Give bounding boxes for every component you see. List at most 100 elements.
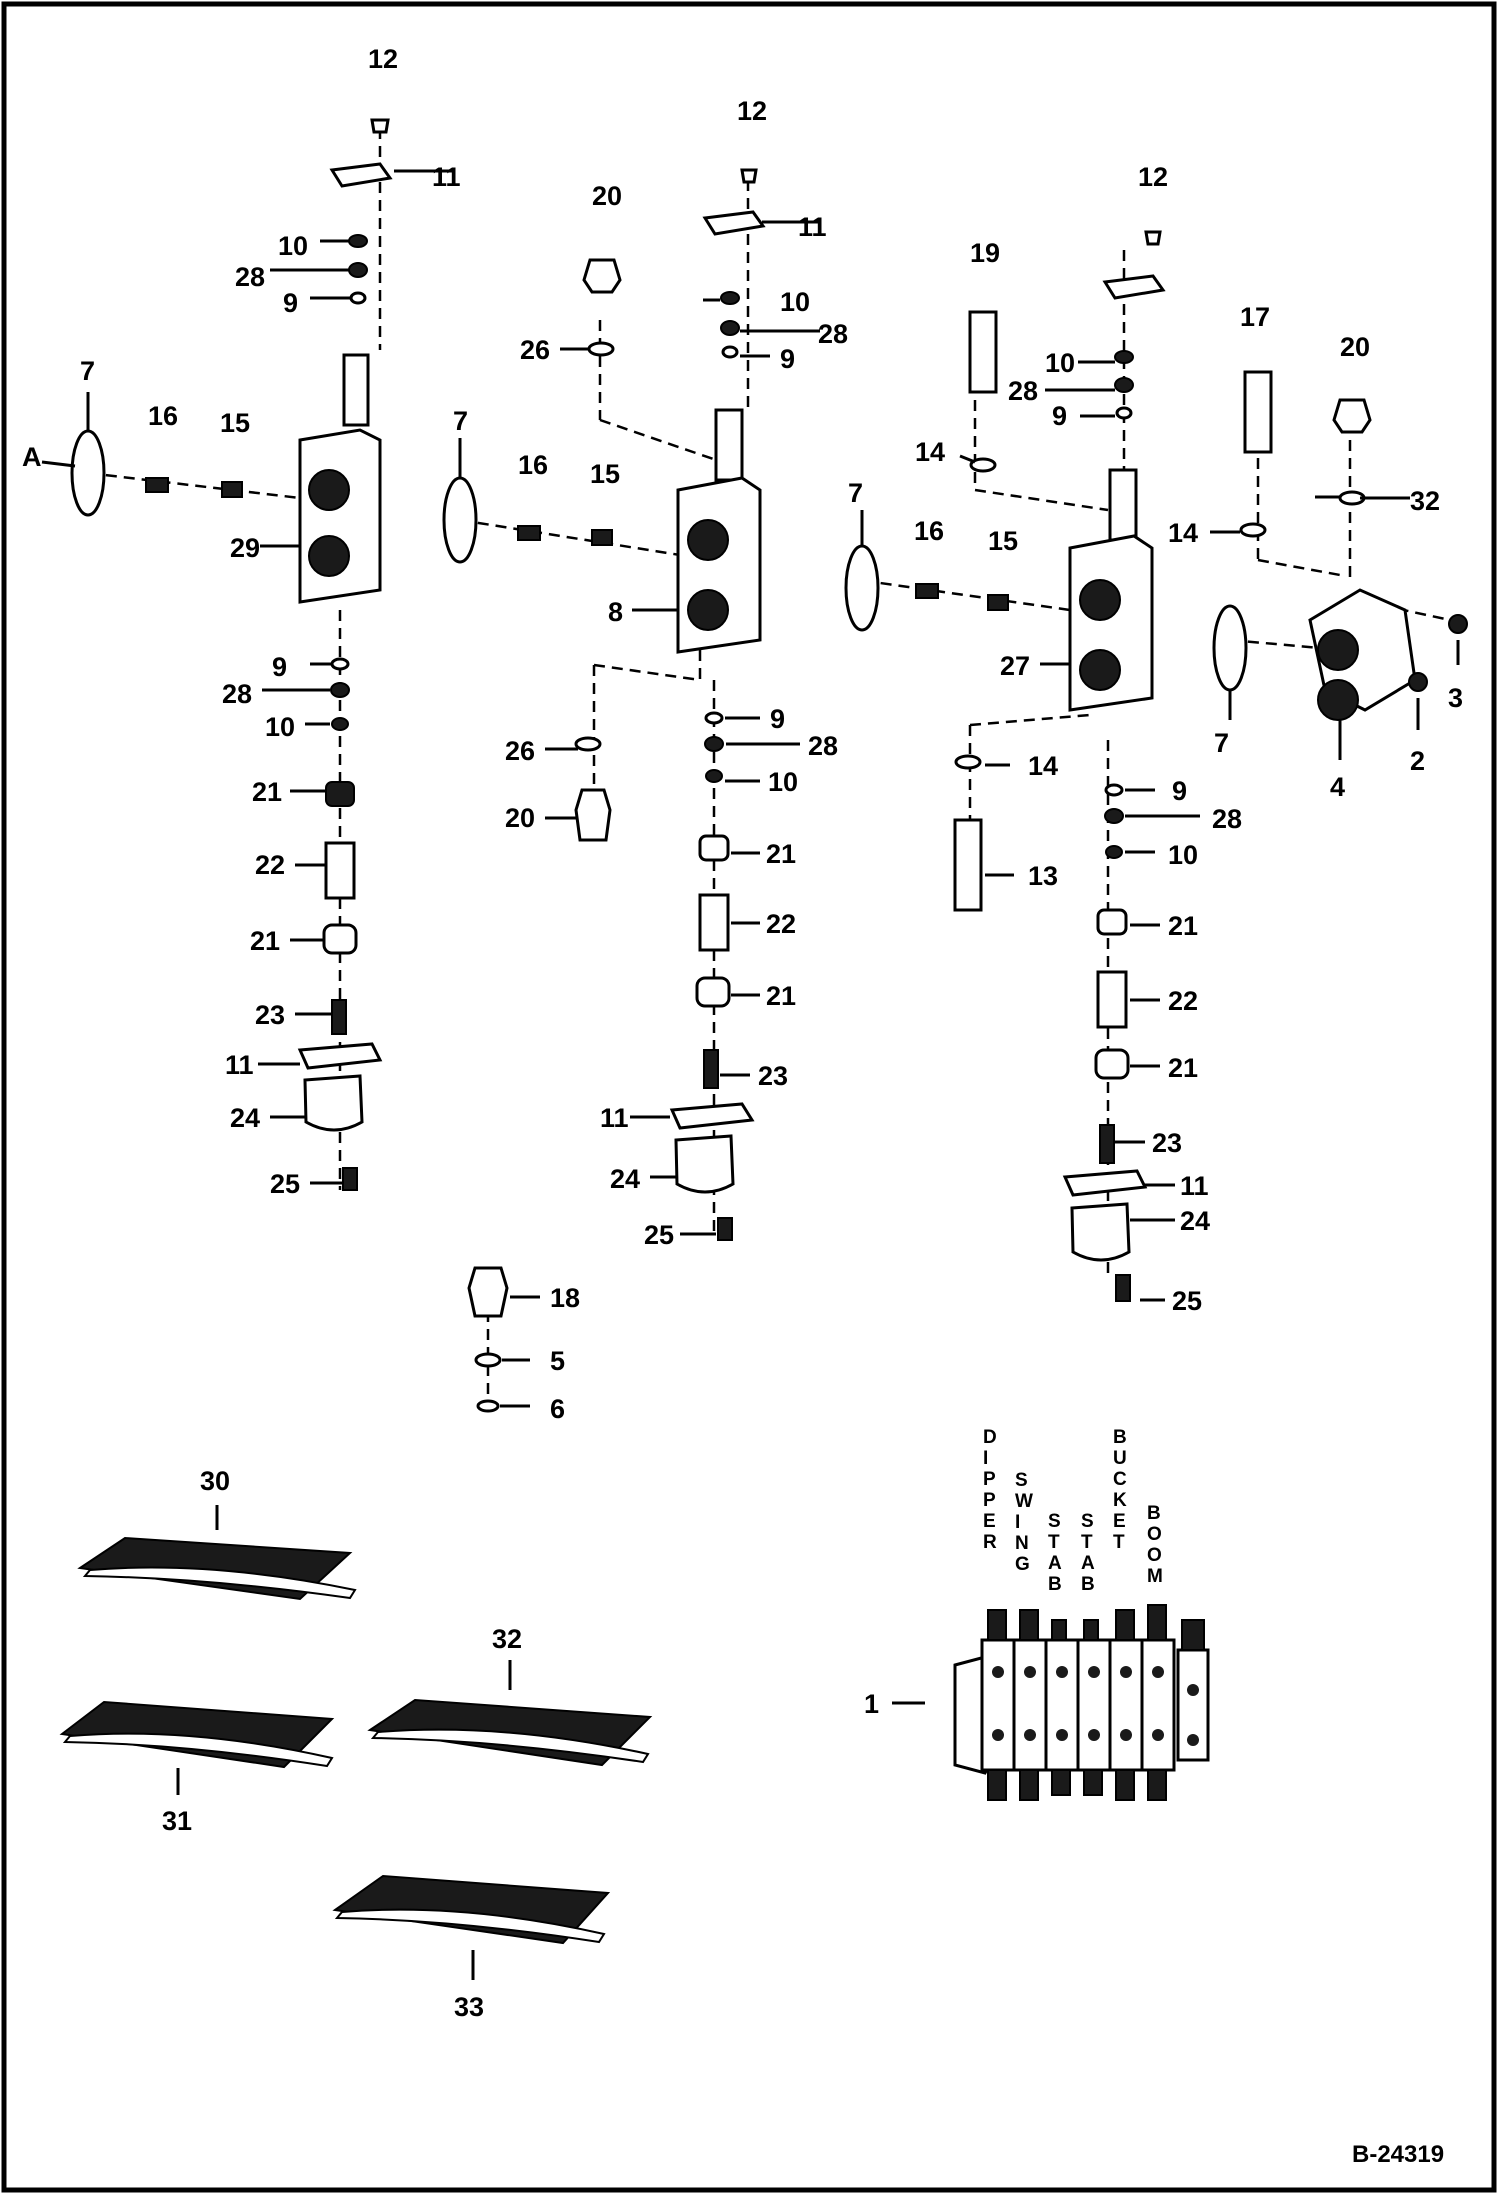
sensor-18-group: 18 5 6 xyxy=(467,1266,580,1424)
callout-col4-2: 32 xyxy=(1410,486,1440,516)
callout-decal-0: 30 xyxy=(200,1466,230,1496)
callout-col2-11: 26 xyxy=(505,736,535,766)
callout-col3-15: 21 xyxy=(1168,911,1198,941)
plug-16 xyxy=(145,477,169,493)
callout-decal-2: 32 xyxy=(492,1624,522,1654)
callout-col2-9: 15 xyxy=(590,459,620,489)
relief-20 xyxy=(582,258,622,294)
callout-col3-5: 14 xyxy=(915,437,945,467)
callout-misc-2: 6 xyxy=(550,1394,565,1424)
reference-number: B-24319 xyxy=(1352,2141,1444,2168)
callout-col1-9: 9 xyxy=(272,652,287,682)
callout-col1-6: 16 xyxy=(148,401,178,431)
screw-25 xyxy=(342,1167,358,1191)
callout-col3-6: 7 xyxy=(848,478,863,508)
callout-col2-3: 10 xyxy=(780,287,810,317)
cap-24 xyxy=(303,1074,364,1132)
callout-col3-20: 24 xyxy=(1180,1206,1210,1236)
callout-col3-21: 25 xyxy=(1172,1286,1202,1316)
callout-col2-22: 25 xyxy=(644,1220,674,1250)
callout-col4-5: 3 xyxy=(1448,683,1463,713)
callout-col1-14: 21 xyxy=(250,926,280,956)
callout-col3-11: 13 xyxy=(1028,861,1058,891)
plate-11 xyxy=(329,162,393,188)
callout-col2-12: 20 xyxy=(505,803,535,833)
callout-col2-15: 10 xyxy=(768,767,798,797)
callout-col3-13: 28 xyxy=(1212,804,1242,834)
callout-col3-16: 22 xyxy=(1168,986,1198,1016)
plate-11b xyxy=(297,1042,383,1070)
washer-10 xyxy=(348,234,368,248)
callout-col3-4: 9 xyxy=(1052,401,1067,431)
callout-col3-12: 9 xyxy=(1172,776,1187,806)
callout-col1-5: 7 xyxy=(80,356,95,386)
callout-col2-7: 7 xyxy=(453,406,468,436)
seal-28 xyxy=(348,262,368,278)
callout-col1-15: 23 xyxy=(255,1000,285,1030)
screw-12 xyxy=(370,118,390,134)
spring-22 xyxy=(324,841,356,900)
callout-col1-16: 11 xyxy=(225,1050,254,1080)
callout-col2-2: 11 xyxy=(798,212,827,242)
end-cover-4-group: 17 20 32 14 7 3 2 4 xyxy=(1168,302,1468,802)
valve-section-29-group: 12 11 10 28 9 7 16 15 29 9 28 10 21 22 2… xyxy=(22,44,461,1199)
section-label-a: A xyxy=(22,442,42,472)
valve-section-27-group: 12 19 10 28 9 14 7 16 15 27 14 13 9 28 1… xyxy=(844,162,1242,1316)
valve-body-29 xyxy=(298,428,382,604)
callout-col1-17: 24 xyxy=(230,1103,260,1133)
callout-col2-13: 9 xyxy=(770,704,785,734)
callout-col2-5: 9 xyxy=(780,344,795,374)
callout-col2-0: 12 xyxy=(737,96,767,126)
spring-15 xyxy=(221,481,243,498)
decals-group: 30 31 32 33 xyxy=(59,1466,653,2022)
callout-col4-1: 20 xyxy=(1340,332,1370,362)
callout-col3-18: 23 xyxy=(1152,1128,1182,1158)
ring-9 xyxy=(349,291,367,305)
callout-col3-19: 11 xyxy=(1180,1171,1209,1201)
callout-col2-4: 28 xyxy=(818,319,848,349)
callout-col2-20: 11 xyxy=(600,1103,629,1133)
callout-col2-10: 8 xyxy=(608,597,623,627)
callout-col1-8: 29 xyxy=(230,533,260,563)
assembly-callout-1: 1 xyxy=(864,1689,879,1719)
callout-col2-6: 26 xyxy=(520,335,550,365)
callout-decal-1: 31 xyxy=(162,1806,192,1836)
callout-col3-7: 16 xyxy=(914,516,944,546)
callout-col3-9: 27 xyxy=(1000,651,1030,681)
oring-7 xyxy=(70,429,106,517)
callout-col1-11: 10 xyxy=(265,712,295,742)
callout-col2-18: 21 xyxy=(766,981,796,1011)
callout-col3-10: 14 xyxy=(1028,751,1058,781)
retainer-21b xyxy=(322,923,358,955)
callout-col4-4: 7 xyxy=(1214,728,1229,758)
callout-col4-0: 17 xyxy=(1240,302,1270,332)
callout-misc-1: 5 xyxy=(550,1346,565,1376)
callout-col1-3: 28 xyxy=(235,262,265,292)
callout-col3-0: 12 xyxy=(1138,162,1168,192)
retainer-21 xyxy=(325,781,355,807)
callout-col1-2: 10 xyxy=(278,231,308,261)
callout-col1-0: 12 xyxy=(368,44,398,74)
relief-13 xyxy=(953,818,983,912)
relief-19 xyxy=(968,310,998,394)
callout-col2-8: 16 xyxy=(518,450,548,480)
callout-misc-0: 18 xyxy=(550,1283,580,1313)
sensor-18 xyxy=(467,1266,509,1318)
callout-col4-6: 2 xyxy=(1410,746,1425,776)
callout-col1-4: 9 xyxy=(283,288,298,318)
callout-col4-3: 14 xyxy=(1168,518,1198,548)
callout-col3-8: 15 xyxy=(988,526,1018,556)
callout-col2-19: 23 xyxy=(758,1061,788,1091)
callout-col3-2: 10 xyxy=(1045,348,1075,378)
callout-col3-17: 21 xyxy=(1168,1053,1198,1083)
callout-col2-17: 22 xyxy=(766,909,796,939)
callout-col3-3: 28 xyxy=(1008,376,1038,406)
callout-col2-16: 21 xyxy=(766,839,796,869)
